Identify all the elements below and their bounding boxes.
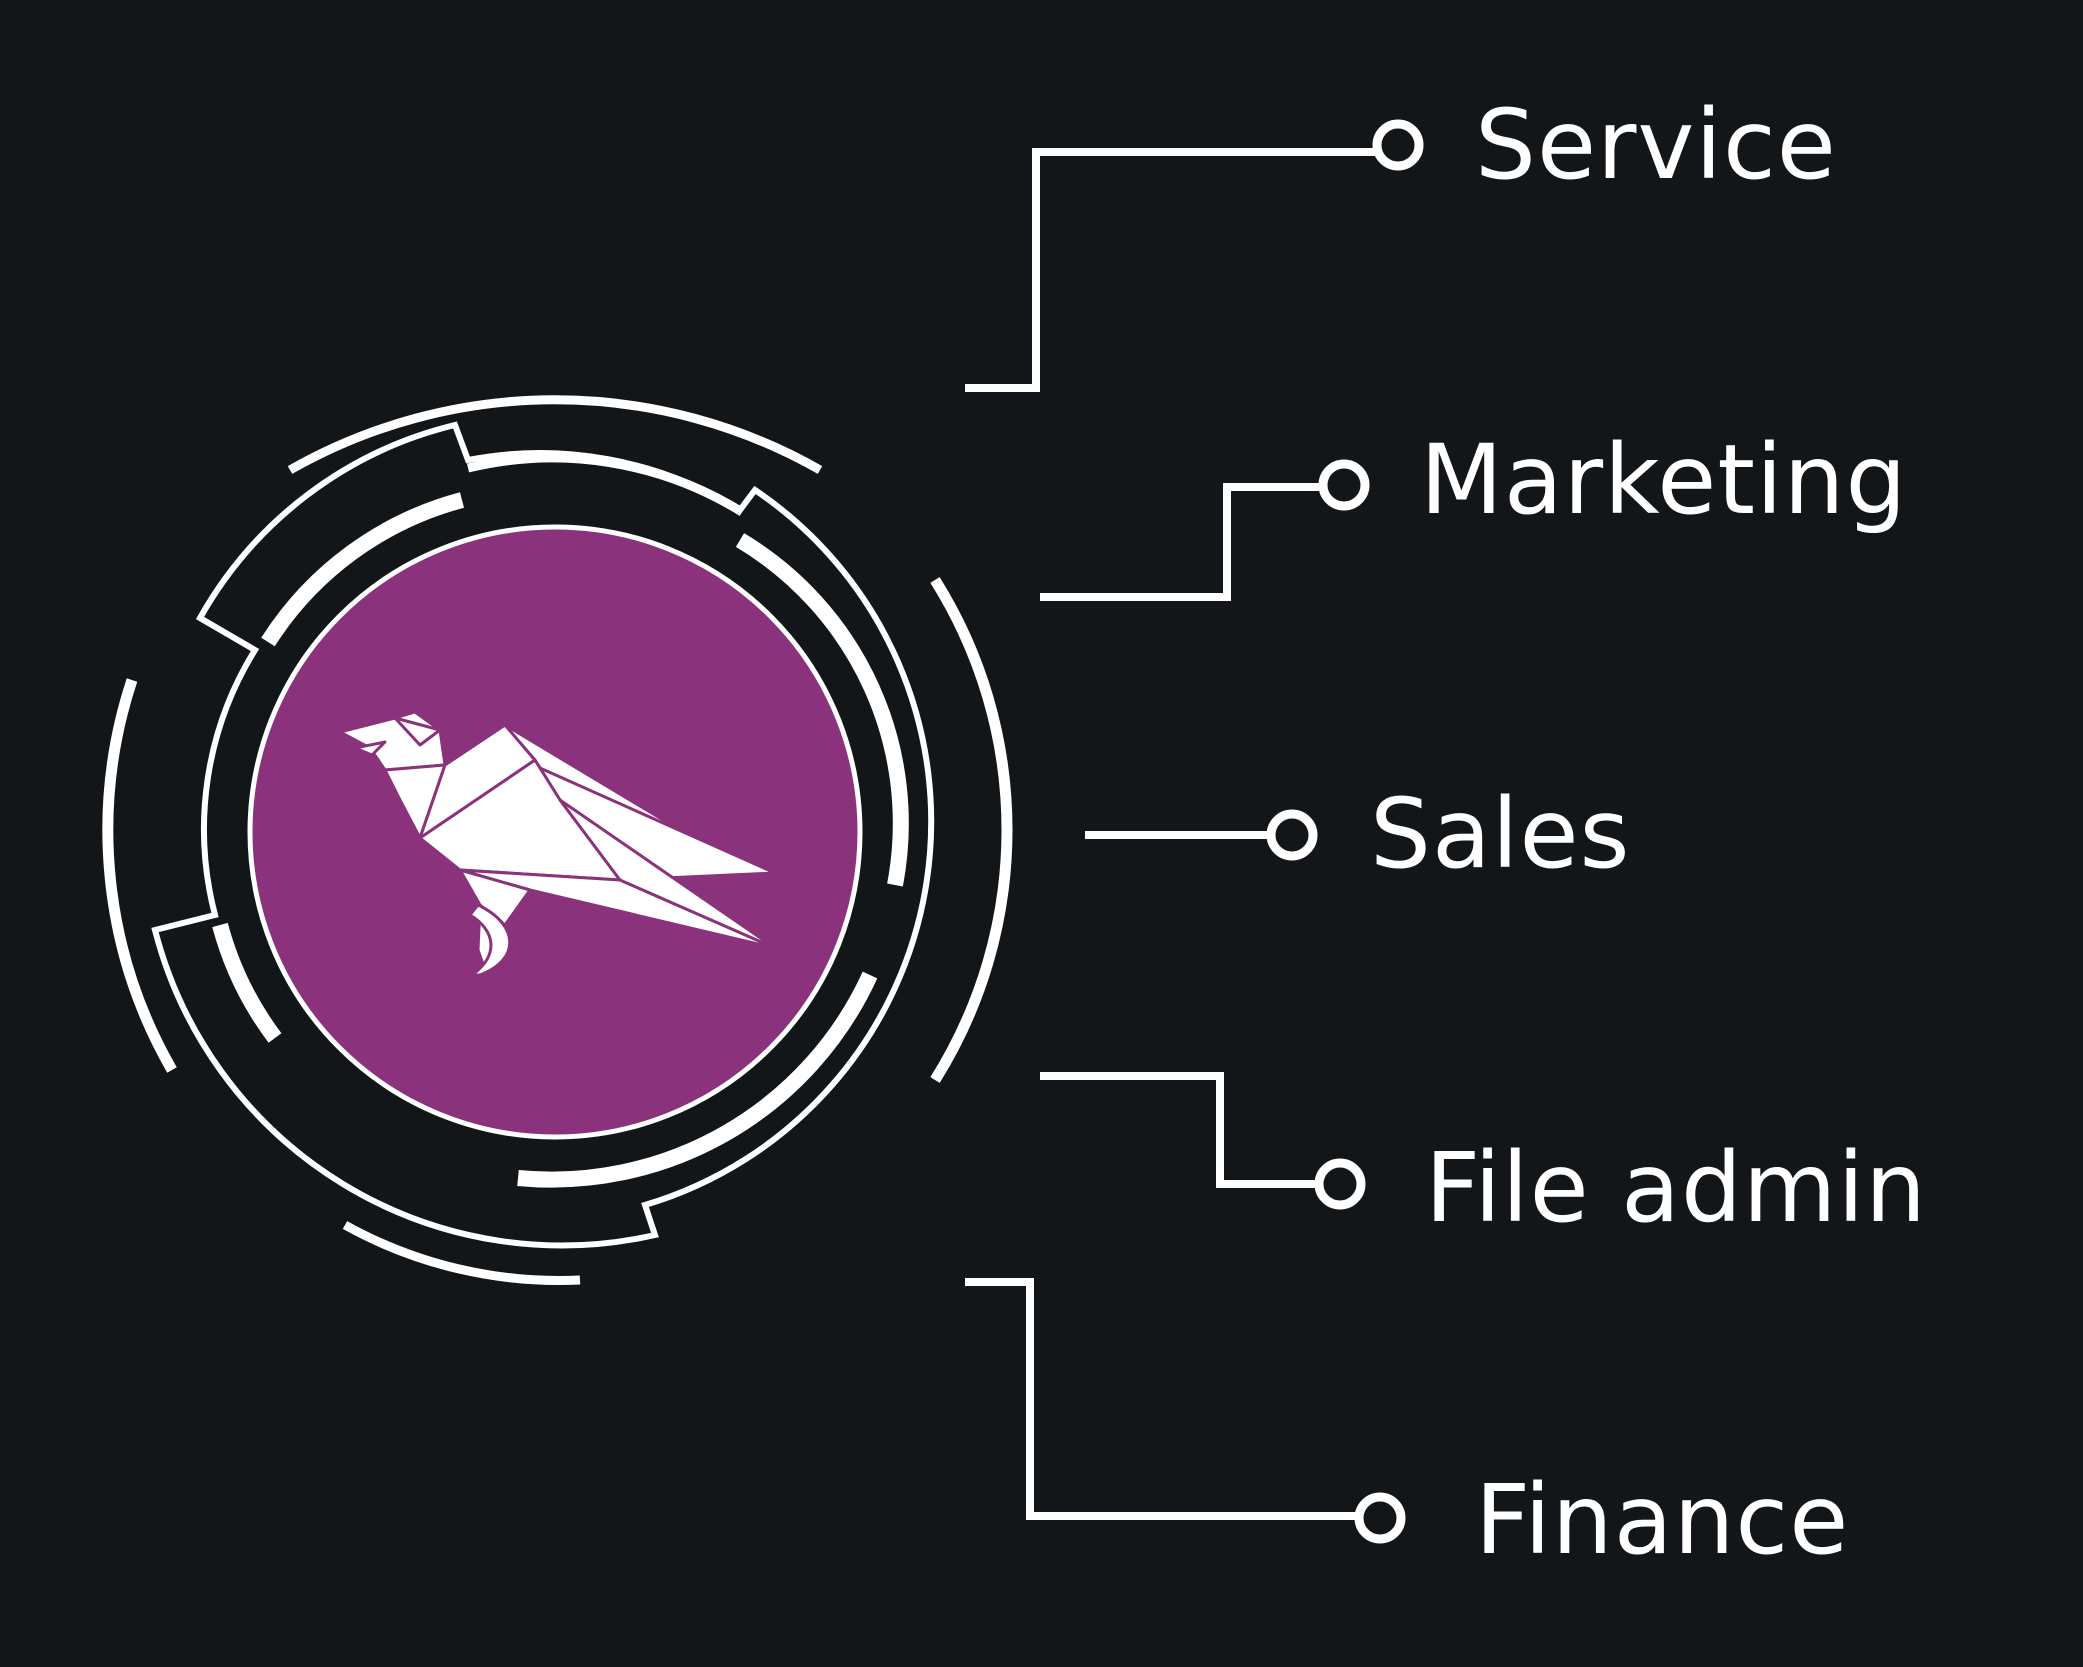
node-sales [1266,809,1318,861]
label-file-admin: File admin [1425,1132,1927,1244]
outer-arc-right [930,577,1013,1083]
connector-file-admin [1040,1072,1318,1188]
mid-arc-1 [261,492,465,647]
connector-marketing [1040,483,1322,601]
node-file-admin [1314,1158,1366,1210]
origami-bird-icon [338,710,777,977]
outer-arc-left [102,678,177,1073]
connector-service [965,148,1375,392]
node-marketing [1318,459,1370,511]
mid-arc-5 [212,922,282,1043]
node-service [1372,119,1424,171]
label-sales: Sales [1370,778,1631,890]
node-finance [1354,1492,1406,1544]
outer-arc-top [287,395,823,474]
connectors [965,119,1424,1544]
mid-arc-4 [517,971,878,1188]
connector-finance [965,1278,1357,1520]
notched-ring [151,421,935,1249]
outer-arc-bottom [342,1221,581,1285]
label-marketing: Marketing [1420,424,1908,536]
mid-arc-2 [466,453,745,516]
hub-rings [102,395,1013,1285]
label-finance: Finance [1475,1464,1850,1576]
mid-arc-3 [735,533,909,887]
label-service: Service [1475,89,1837,201]
